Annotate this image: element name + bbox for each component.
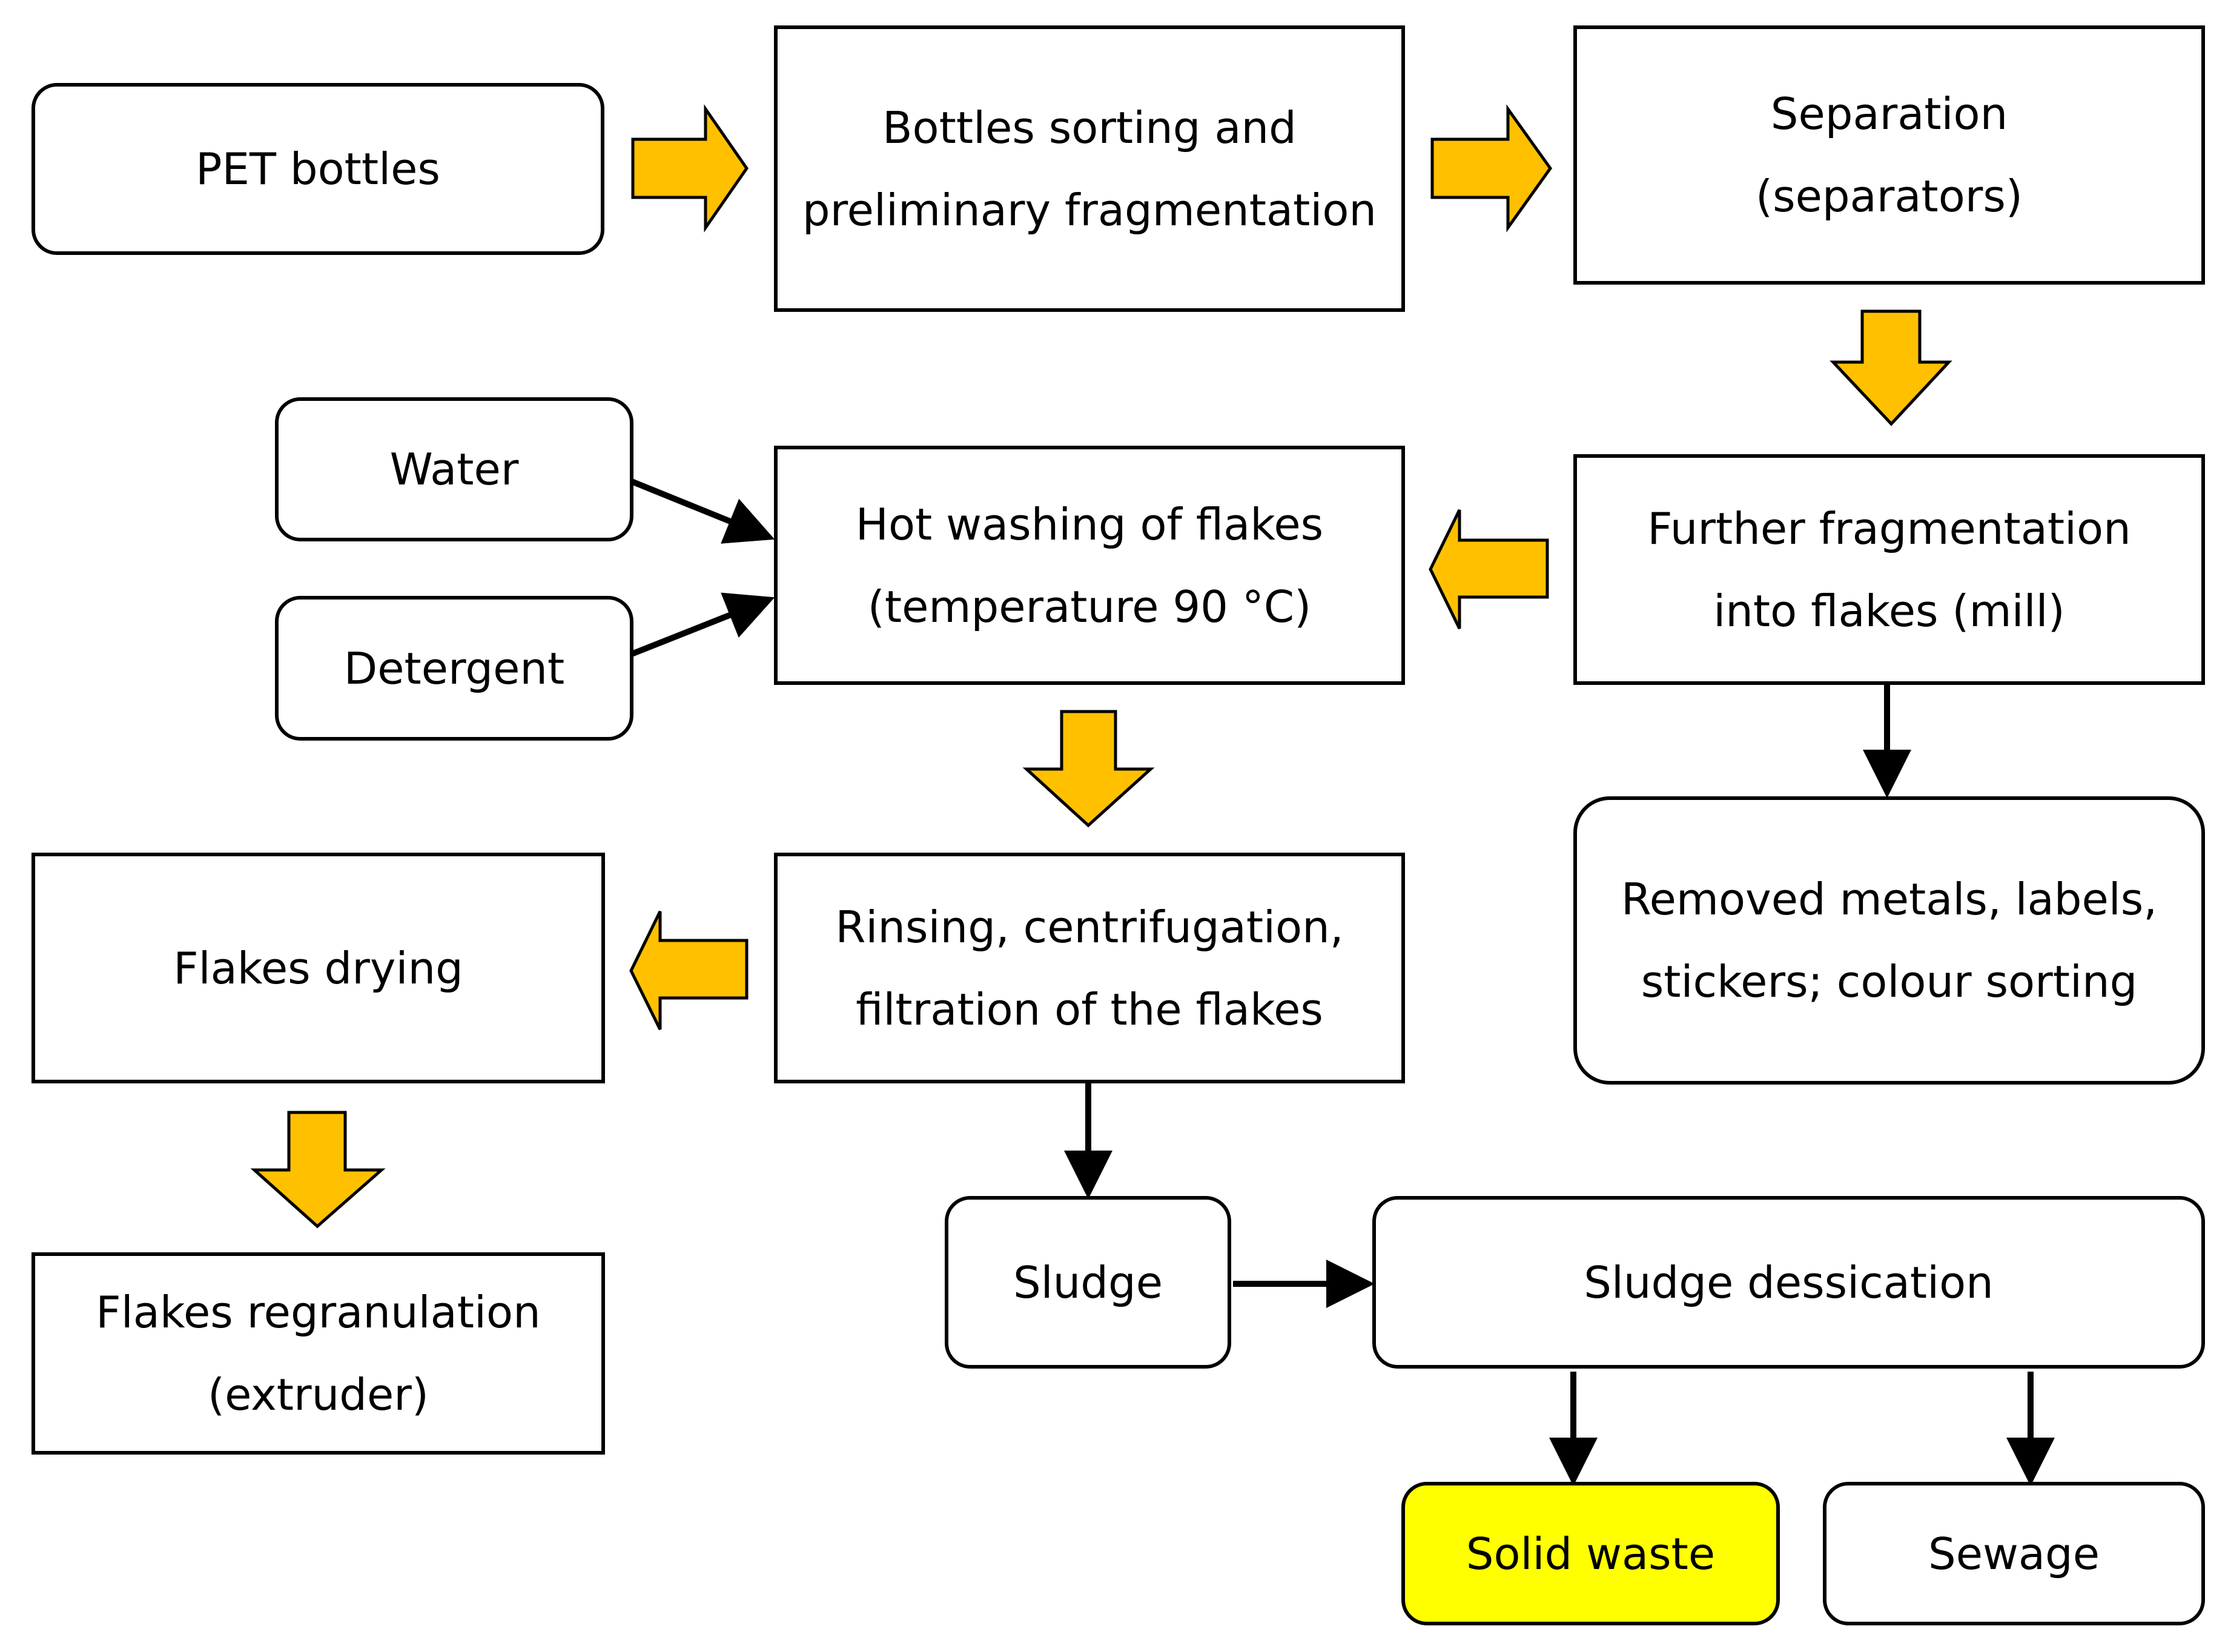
connector-lines [630,478,2055,1486]
node-pet-bottles-label: PET bottles [196,144,440,194]
node-flakes-regranulation-line2: (extruder) [208,1369,429,1420]
connector-detergent-to-washing [630,592,775,657]
node-bottles-sorting: Bottles sorting and preliminary fragment… [774,25,1405,312]
node-rinsing: Rinsing, centrifugation, filtration of t… [774,853,1405,1083]
node-separation-line2: (separators) [1756,171,2023,222]
node-rinsing-line2: filtration of the flakes [856,983,1323,1035]
node-flakes-regranulation-line1: Flakes regranulation [96,1287,541,1338]
node-separation: Separation (separators) [1573,25,2205,285]
node-pet-bottles: PET bottles [31,83,604,255]
node-sludge-label: Sludge [1013,1257,1163,1308]
block-arrow-down-1 [1830,309,1952,426]
node-removed-metals-line1: Removed metals, labels, [1621,874,2158,925]
node-hot-washing-line2: (temperature 90 °C) [867,581,1312,632]
block-arrow-down-2 [1022,710,1155,828]
block-arrow-down-3 [250,1111,386,1229]
node-removed-metals: Removed metals, labels, stickers; colour… [1573,796,2205,1085]
node-flakes-drying: Flakes drying [31,853,605,1083]
node-further-fragmentation-line1: Further fragmentation [1647,503,2131,554]
block-arrow-right-1 [631,104,749,233]
block-arrow-left-1 [1429,509,1549,630]
block-arrow-left-2 [629,910,749,1031]
node-hot-washing-line1: Hot washing of flakes [855,498,1324,550]
node-separation-line1: Separation [1770,88,2008,139]
node-solid-waste: Solid waste [1401,1482,1780,1625]
block-arrows [250,104,1952,1229]
node-detergent-label: Detergent [343,643,565,694]
node-solid-waste-label: Solid waste [1466,1528,1716,1579]
node-water-label: Water [389,444,519,495]
node-hot-washing: Hot washing of flakes (temperature 90 °C… [774,446,1405,685]
node-flakes-regranulation: Flakes regranulation (extruder) [31,1252,605,1455]
node-sludge-dessication-label: Sludge dessication [1584,1257,1994,1308]
node-sewage-label: Sewage [1928,1528,2100,1579]
node-bottles-sorting-line2: preliminary fragmentation [802,184,1377,236]
connector-water-to-washing [630,478,775,544]
node-sludge: Sludge [945,1196,1231,1369]
node-sludge-dessication: Sludge dessication [1372,1196,2205,1369]
node-detergent: Detergent [275,596,633,741]
node-further-fragmentation: Further fragmentation into flakes (mill) [1573,454,2205,685]
node-sewage: Sewage [1823,1482,2205,1625]
node-flakes-drying-label: Flakes drying [173,942,463,994]
node-removed-metals-line2: stickers; colour sorting [1641,956,2138,1007]
node-further-fragmentation-line2: into flakes (mill) [1713,585,2065,636]
block-arrow-right-2 [1430,104,1553,233]
node-bottles-sorting-line1: Bottles sorting and [882,102,1297,153]
node-water: Water [275,397,633,541]
node-rinsing-line1: Rinsing, centrifugation, [835,901,1344,953]
